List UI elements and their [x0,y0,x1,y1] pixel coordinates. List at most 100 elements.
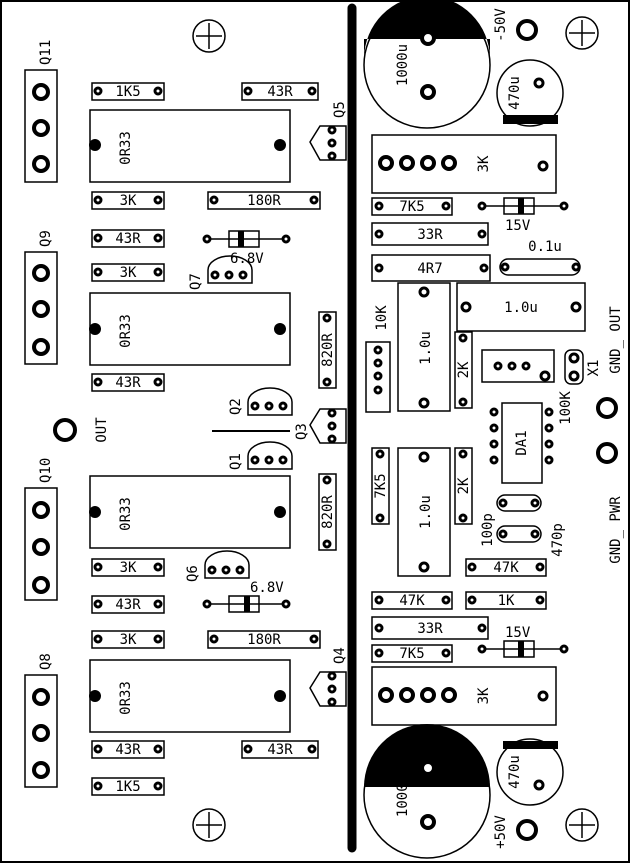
neg50-label: -50V [493,8,509,42]
pos50-label: +50V [493,815,509,849]
resistor-body [207,630,321,649]
pot-body [481,349,555,383]
resistor-label: 43R [267,84,293,100]
resistor-label: 3K [120,193,137,209]
connector-label: X1 [586,360,602,377]
labels: 1K5 43R 3K 180R 43R 3K 43R 3K 43R 3K 180… [38,8,624,849]
cap-body [397,282,451,412]
resistor-label: 43R [267,742,293,758]
resistor-body [91,82,165,101]
resistor-body [91,630,165,649]
resistor-body [465,591,547,610]
resistor-label: 7K5 [399,199,424,215]
pot-label: 100K [558,391,574,425]
resistor-body [91,263,165,282]
cap-body [397,447,451,577]
resistor-body [371,591,453,610]
zener-label: 6.8V [230,251,264,267]
q6-body [204,550,250,579]
polarity-band [503,741,558,749]
q7-body [207,255,253,284]
mounting-hole [192,19,226,53]
cap-label: 0.1u [528,239,562,255]
polarity-band [503,115,558,124]
cap-label: 470p [550,523,566,557]
resistor-body [371,197,453,216]
transistor-label: Q10 [38,458,54,483]
ic-label: DA1 [514,430,530,455]
cap-label: 1.0u [418,495,434,529]
resistor-body [91,191,165,210]
resistor-label: 7K5 [373,473,389,498]
ic-body [501,402,543,484]
transistor-label: Q7 [188,273,204,290]
resistor-body [371,254,491,282]
power-resistor-label: 0R33 [118,681,134,715]
small-pads [93,77,582,791]
power-resistor-label: 0R33 [118,314,134,348]
resistor-body [241,740,319,759]
cap-label: 100p [480,513,496,547]
zener-band [238,231,244,247]
transistor-label: Q4 [332,647,348,664]
resistor-body [454,331,473,409]
cap-label: 1000u [395,44,411,86]
resistor-body [318,473,337,551]
cap-label: 1.0u [504,300,538,316]
resistor-label: 7K5 [399,646,424,662]
trimmer-label: 3K [476,155,492,172]
connector-body [564,349,584,385]
cap-body [456,282,586,332]
resistor-label: 43R [115,742,141,758]
mounting-hole [192,808,226,842]
cap-label: 1.0u [418,331,434,365]
mounting-hole [565,808,599,842]
q10-body [24,487,58,601]
pads [32,19,618,841]
q2-body [247,387,293,416]
transistor-label: Q9 [38,230,54,247]
resistor-label: 43R [115,597,141,613]
resistor-body [91,595,165,614]
resistor-label: 47K [399,593,425,609]
polarity-band [364,0,490,59]
black-pads [89,139,286,702]
resistor-body [371,447,390,525]
resistor-label: 820R [320,495,336,529]
resistor-body [371,644,453,663]
resistor-body [91,229,165,248]
resistor-body [371,616,489,640]
zener-band [244,596,250,612]
transistor-label: Q11 [38,40,54,65]
gnd-pwr-label: GND_ PWR [608,496,624,564]
resistor-label: 2K [456,477,472,494]
resistor-body [318,311,337,389]
gnd-out-label: GND_ OUT [608,306,624,374]
resistor-label: 820R [320,333,336,367]
power-resistor-label: 0R33 [118,497,134,531]
c3-body [496,59,564,127]
resistor-label: 1K5 [115,84,140,100]
resistor-label: 180R [247,632,281,648]
q1-body [247,441,293,470]
trimmer-body [371,134,557,194]
transistor-label: Q2 [228,398,244,415]
resistor-body [91,373,165,392]
resistor-label: 1K [498,593,515,609]
mounting-hole [565,16,599,50]
c4-body [496,738,564,806]
zener-label: 15V [505,625,531,641]
resistor-label: 33R [417,227,443,243]
cap-body [496,525,542,543]
resistor-label: 3K [120,265,137,281]
cap-label: 470u [507,755,523,789]
cap-label: 470u [507,76,523,110]
zener-band [518,641,524,657]
transistor-label: Q6 [185,565,201,582]
out-label: OUT [94,417,110,443]
cap-body [496,494,542,512]
pot-label: 10K [374,305,390,331]
cap-body [499,258,581,276]
